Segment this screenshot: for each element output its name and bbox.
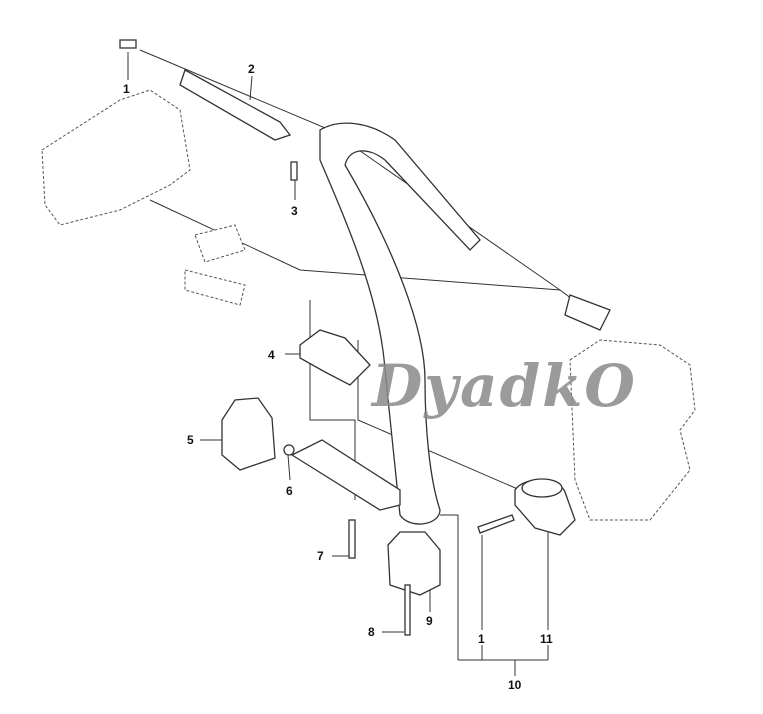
part-3-screw	[290, 161, 298, 181]
part-4-bracket	[299, 329, 371, 386]
callout-2: 2	[248, 62, 255, 76]
part-11-opening	[521, 478, 563, 498]
callout-11: 11	[540, 632, 553, 646]
part-6-washer	[283, 444, 295, 456]
part-1-screw-top	[119, 39, 137, 49]
callout-4: 4	[268, 348, 275, 362]
base-plate	[290, 439, 401, 511]
callout-9: 9	[426, 614, 433, 628]
callout-1: 1	[123, 82, 130, 96]
callout-3: 3	[291, 204, 298, 218]
callout-8: 8	[368, 625, 375, 639]
callout-1-lower: 1	[478, 632, 485, 646]
callout-6: 6	[286, 484, 293, 498]
handle-bar	[319, 122, 481, 525]
part-1-screw	[477, 514, 515, 534]
callout-10: 10	[508, 678, 522, 692]
spring-left	[184, 269, 246, 306]
part-9-mount	[387, 531, 441, 596]
callout-7: 7	[317, 549, 324, 563]
part-7-screw	[348, 519, 356, 559]
engine-cylinder	[569, 339, 696, 521]
watermark: DyadkO	[372, 352, 637, 420]
part-5-mount	[221, 397, 276, 471]
callout-5: 5	[187, 433, 194, 447]
spring-right	[564, 294, 611, 331]
bracket-left	[194, 224, 246, 263]
rear-housing	[41, 89, 191, 226]
part-8-screw	[404, 584, 411, 636]
throttle-cable	[179, 69, 292, 141]
